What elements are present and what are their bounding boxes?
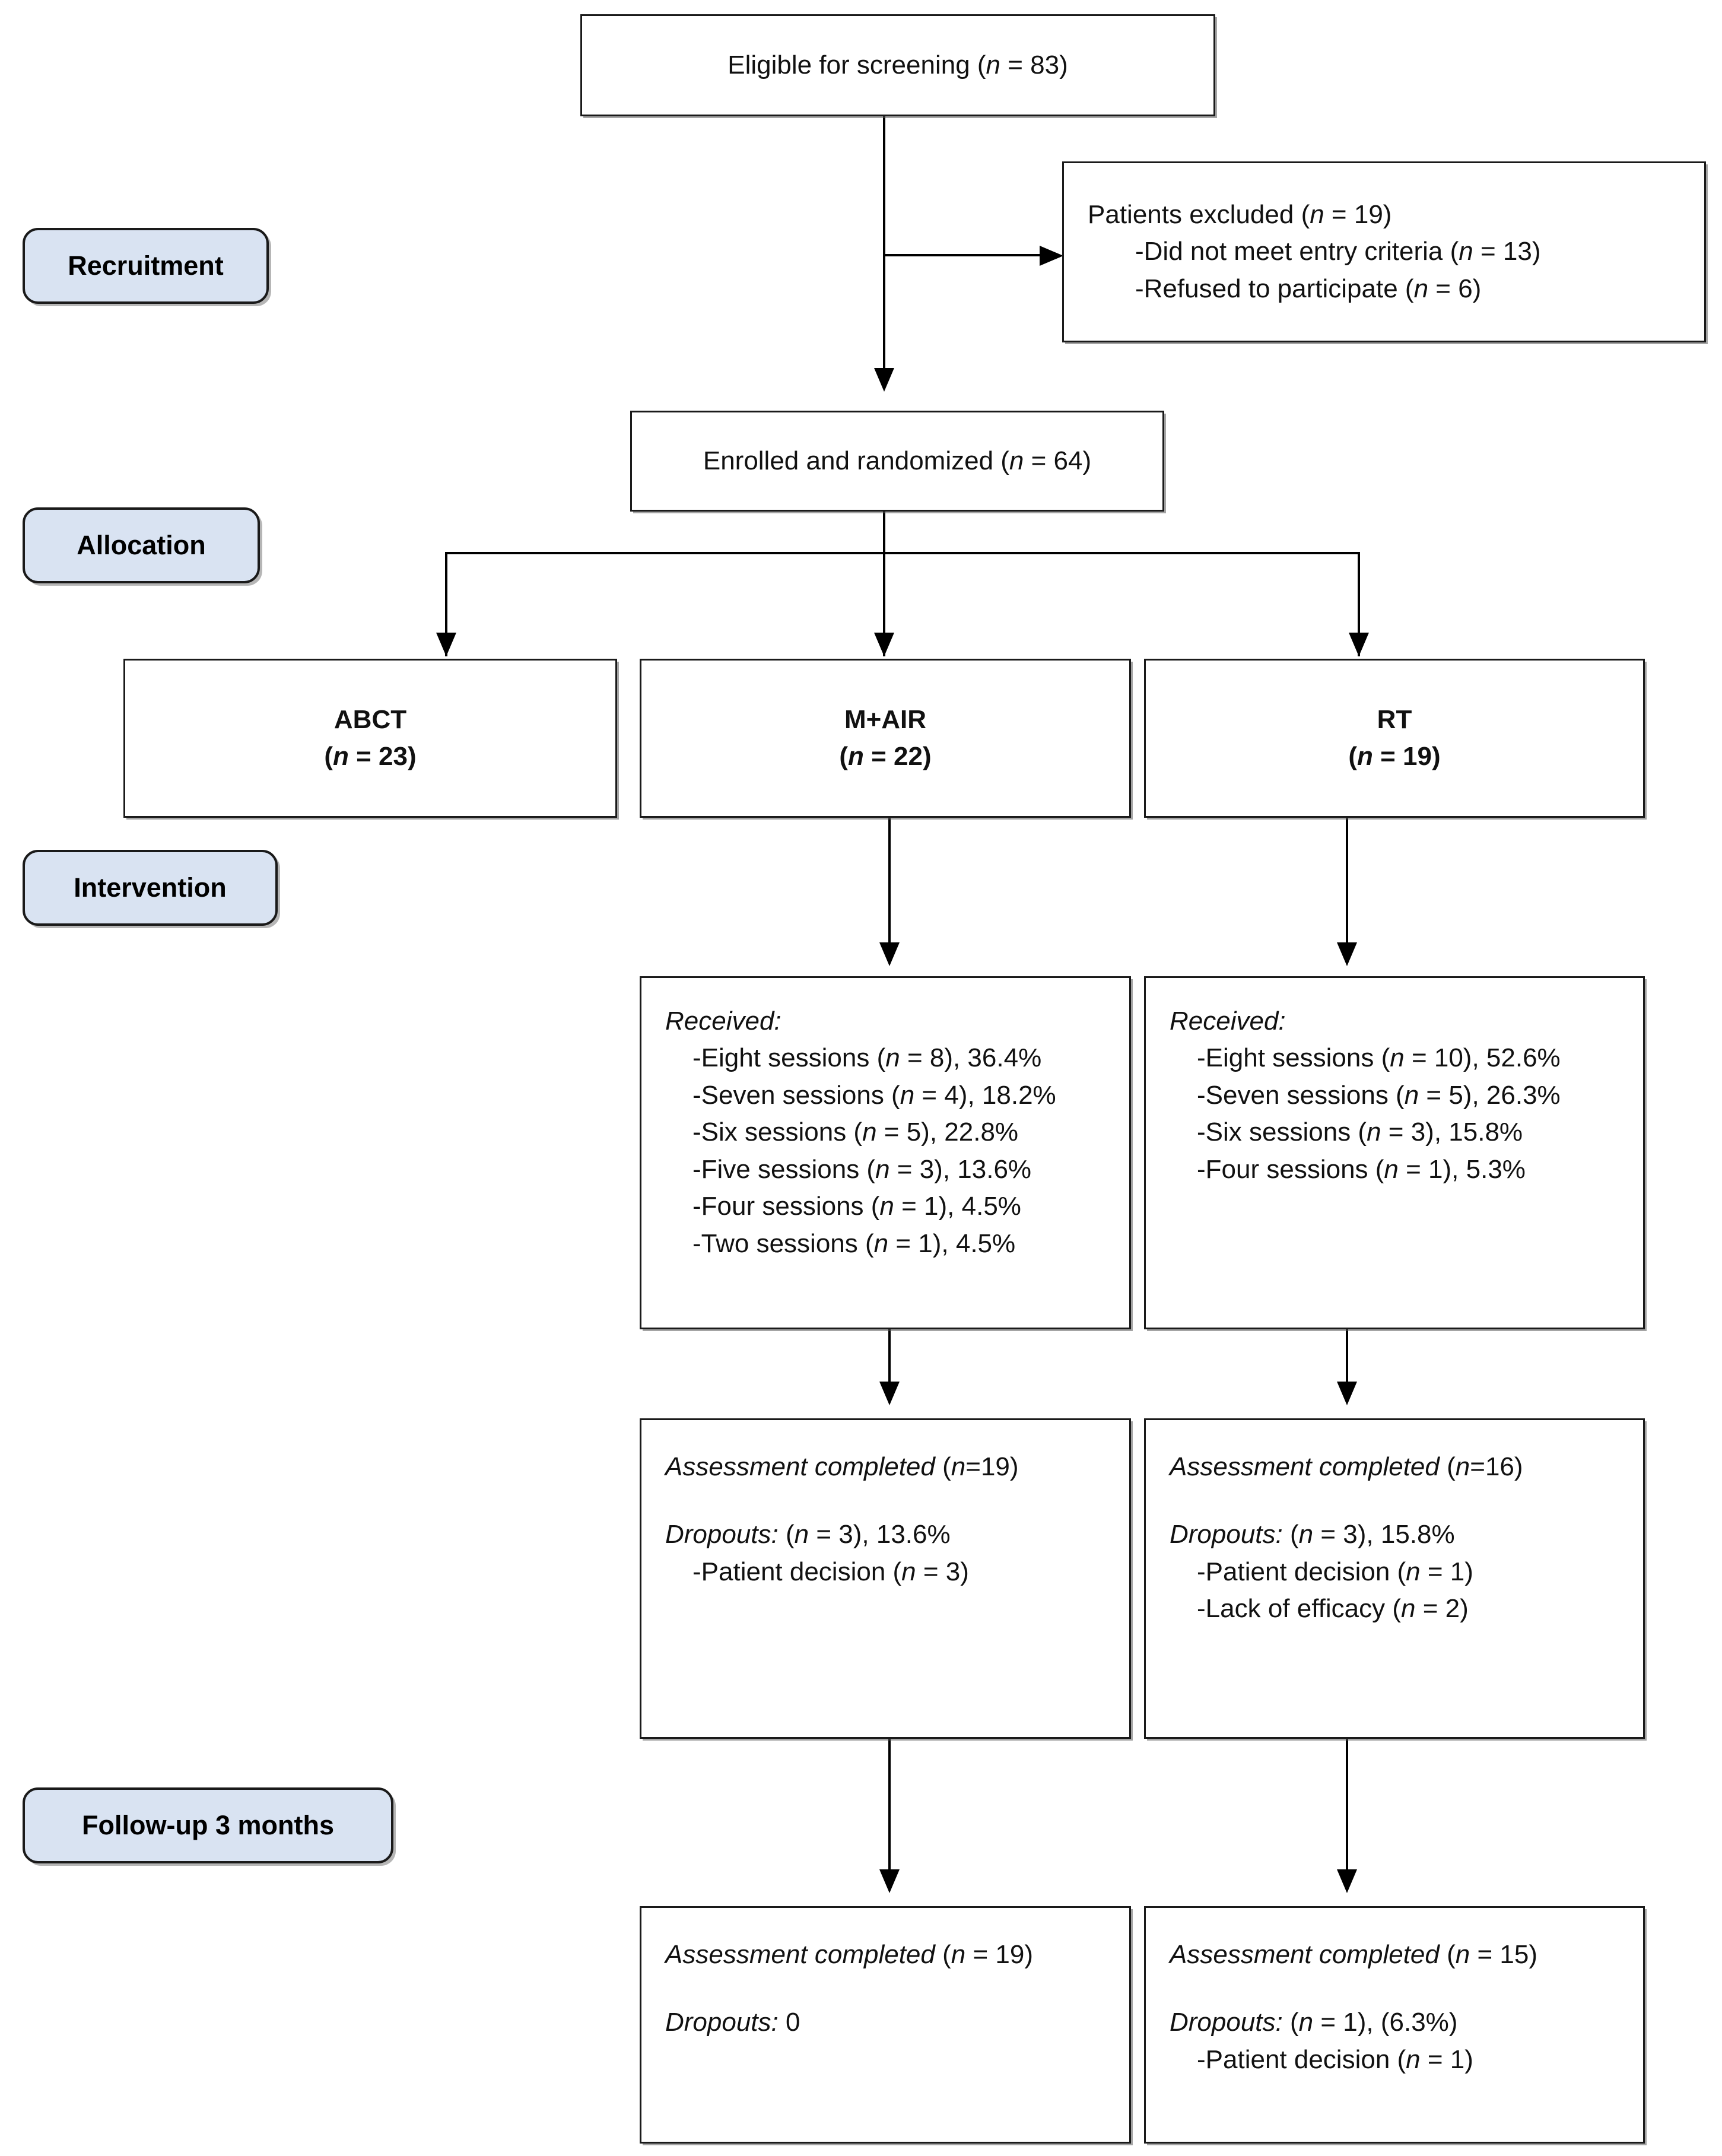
box-patients-excluded: Patients excluded (n = 19) -Did not meet… — [1062, 161, 1706, 342]
stage-label-followup-text: Follow-up 3 months — [82, 1810, 334, 1840]
excluded-title: Patients excluded (n = 19) — [1088, 199, 1392, 229]
stage-label-intervention-text: Intervention — [74, 872, 227, 903]
received-rt-item-six: -Six sessions (n = 3), 15.8% — [1197, 1117, 1523, 1147]
box-followup-rt: Assessment completed (n = 15) Dropouts: … — [1144, 1906, 1645, 2144]
arrow-to-mair — [874, 633, 894, 656]
followup-mair-dropouts: Dropouts: 0 — [665, 2004, 800, 2041]
followup-rt-assessment: Assessment completed (n = 15) — [1170, 1936, 1537, 1973]
arm-rt-name: RT — [1377, 704, 1412, 734]
received-rt-item-eight: -Eight sessions (n = 10), 52.6% — [1197, 1043, 1561, 1073]
arrow-mair-received-to-post — [879, 1382, 900, 1405]
post-mair-dropouts: Dropouts: (n = 3), 13.6% — [665, 1516, 951, 1553]
arrow-to-abct — [436, 633, 456, 656]
followup-mair-dropouts-count: 0 — [778, 2008, 800, 2037]
arm-abct-name: ABCT — [333, 704, 407, 734]
arrow-rt-post-to-followup — [1337, 1869, 1357, 1893]
enrolled-line: Enrolled and randomized (n = 64) — [703, 446, 1092, 475]
stage-label-recruitment-text: Recruitment — [68, 250, 224, 281]
arrow-rt-to-received — [1337, 942, 1357, 966]
arrow-to-excluded — [1040, 246, 1063, 266]
followup-rt-dropouts: Dropouts: (n = 1), (6.3%) — [1170, 2004, 1457, 2041]
received-rt-item-four: -Four sessions (n = 1), 5.3% — [1197, 1154, 1526, 1184]
box-eligible-for-screening: Eligible for screening (n = 83) — [580, 14, 1215, 116]
received-rt-item-seven: -Seven sessions (n = 5), 26.3% — [1197, 1080, 1561, 1110]
received-mair-item-five: -Five sessions (n = 3), 13.6% — [692, 1154, 1032, 1184]
post-mair-assessment-count: (n=19) — [935, 1452, 1019, 1481]
followup-mair-assessment-label: Assessment completed — [665, 1940, 935, 1969]
connector-rt-to-received — [1346, 818, 1348, 948]
connector-excluded-branch — [883, 254, 1044, 256]
post-mair-reason-patient-decision: -Patient decision (n = 3) — [692, 1557, 969, 1586]
post-rt-dropouts-label: Dropouts: — [1170, 1520, 1283, 1549]
arm-mair-count: (n = 22) — [839, 742, 932, 771]
excluded-reason-refused: -Refused to participate (n = 6) — [1135, 274, 1482, 303]
connector-mair-received-to-post — [888, 1328, 891, 1387]
followup-mair-assessment: Assessment completed (n = 19) — [665, 1936, 1033, 1973]
connector-mair-post-to-followup — [888, 1739, 891, 1875]
arrow-mair-to-received — [879, 942, 900, 966]
connector-enrolled-down — [883, 512, 885, 553]
post-mair-dropouts-count: (n = 3), 13.6% — [778, 1520, 951, 1549]
box-arm-mair: M+AIR (n = 22) — [640, 659, 1131, 818]
followup-rt-reason-patient-decision: -Patient decision (n = 1) — [1197, 2044, 1473, 2074]
post-rt-assessment-label: Assessment completed — [1170, 1452, 1440, 1481]
received-rt-heading: Received: — [1170, 1006, 1286, 1036]
eligible-line: Eligible for screening (n = 83) — [727, 50, 1068, 80]
stage-label-allocation-text: Allocation — [77, 530, 206, 560]
box-arm-rt: RT (n = 19) — [1144, 659, 1645, 818]
connector-allocation-bar — [445, 552, 1360, 554]
box-received-mair: Received: -Eight sessions (n = 8), 36.4%… — [640, 976, 1131, 1329]
box-received-rt: Received: -Eight sessions (n = 10), 52.6… — [1144, 976, 1645, 1329]
post-mair-assessment-label: Assessment completed — [665, 1452, 935, 1481]
followup-rt-dropouts-label: Dropouts: — [1170, 2008, 1283, 2037]
arrow-rt-received-to-post — [1337, 1382, 1357, 1405]
arm-abct-count: (n = 23) — [324, 742, 417, 771]
excluded-reason-entry-criteria: -Did not meet entry criteria (n = 13) — [1135, 237, 1541, 266]
arrow-to-rt — [1349, 633, 1369, 656]
post-mair-assessment: Assessment completed (n=19) — [665, 1449, 1019, 1485]
post-rt-assessment-count: (n=16) — [1439, 1452, 1523, 1481]
box-enrolled-randomized: Enrolled and randomized (n = 64) — [630, 411, 1164, 512]
post-rt-reason-patient-decision: -Patient decision (n = 1) — [1197, 1557, 1473, 1586]
connector-eligible-trunk — [883, 116, 885, 373]
followup-rt-assessment-label: Assessment completed — [1170, 1940, 1440, 1969]
stage-label-allocation: Allocation — [23, 507, 260, 583]
connector-mair-to-received — [888, 818, 891, 948]
arm-rt-count: (n = 19) — [1348, 742, 1441, 771]
received-mair-item-seven: -Seven sessions (n = 4), 18.2% — [692, 1080, 1056, 1110]
followup-mair-dropouts-label: Dropouts: — [665, 2008, 779, 2037]
box-post-rt: Assessment completed (n=16) Dropouts: (n… — [1144, 1418, 1645, 1739]
stage-label-followup: Follow-up 3 months — [23, 1787, 393, 1863]
connector-drop-rt — [1358, 552, 1360, 656]
post-rt-dropouts-count: (n = 3), 15.8% — [1282, 1520, 1455, 1549]
connector-drop-abct — [445, 552, 447, 656]
arm-mair-name: M+AIR — [844, 704, 927, 734]
post-rt-assessment: Assessment completed (n=16) — [1170, 1449, 1523, 1485]
followup-rt-assessment-count: (n = 15) — [1439, 1940, 1537, 1969]
followup-rt-dropouts-count: (n = 1), (6.3%) — [1282, 2008, 1458, 2037]
box-followup-mair: Assessment completed (n = 19) Dropouts: … — [640, 1906, 1131, 2144]
connector-drop-mair — [883, 552, 885, 656]
received-mair-heading: Received: — [665, 1006, 781, 1036]
arrow-mair-post-to-followup — [879, 1869, 900, 1893]
stage-label-recruitment: Recruitment — [23, 228, 269, 304]
connector-rt-post-to-followup — [1346, 1739, 1348, 1875]
box-arm-abct: ABCT (n = 23) — [123, 659, 617, 818]
followup-mair-assessment-count: (n = 19) — [935, 1940, 1033, 1969]
received-mair-item-six: -Six sessions (n = 5), 22.8% — [692, 1117, 1019, 1147]
received-mair-item-four: -Four sessions (n = 1), 4.5% — [692, 1192, 1021, 1221]
received-mair-item-eight: -Eight sessions (n = 8), 36.4% — [692, 1043, 1042, 1073]
arrow-eligible-to-enrolled — [874, 368, 894, 392]
stage-label-intervention: Intervention — [23, 850, 278, 926]
received-mair-item-two: -Two sessions (n = 1), 4.5% — [692, 1228, 1016, 1258]
box-post-mair: Assessment completed (n=19) Dropouts: (n… — [640, 1418, 1131, 1739]
post-rt-dropouts: Dropouts: (n = 3), 15.8% — [1170, 1516, 1455, 1553]
post-rt-reason-lack-efficacy: -Lack of efficacy (n = 2) — [1197, 1594, 1469, 1624]
connector-rt-received-to-post — [1346, 1328, 1348, 1387]
post-mair-dropouts-label: Dropouts: — [665, 1520, 779, 1549]
